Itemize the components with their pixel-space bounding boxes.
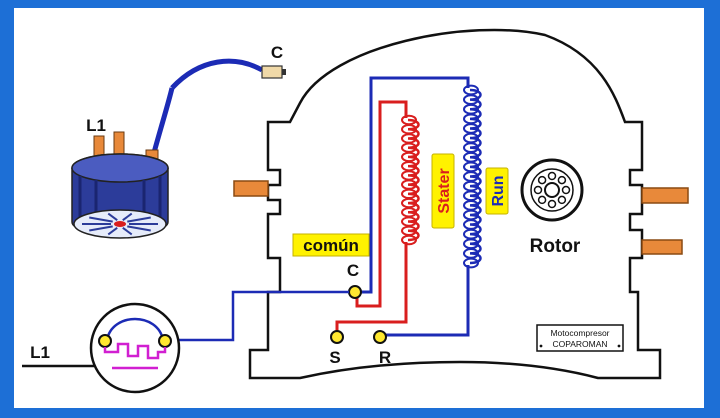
run-label: Run [490,175,507,206]
run-terminal [373,330,387,344]
common-terminal-label: C [347,261,359,280]
overload-protector-icon: C L1 [71,43,286,239]
process-pipe [641,239,683,255]
rotor-label: Rotor [530,236,581,257]
common-terminal [348,285,362,299]
l1-line-label: L1 [30,343,50,362]
nameplate-line2: COPAROMAN [552,339,607,349]
c-top-label: C [271,43,283,62]
overload-to-common-wire [170,290,349,342]
start-terminal [330,330,344,344]
stater-tag [431,153,455,229]
run-winding-wire [357,76,470,337]
overload-schematic [89,302,181,394]
comun-label: común [303,236,359,255]
start-winding-wire [335,100,408,336]
nameplate-line1: Motocompresor [550,328,609,338]
nameplate: Motocompresor COPAROMAN [536,324,624,352]
l1-top-label: L1 [86,116,106,135]
discharge-pipe [641,187,689,204]
stater-label: Stater [436,168,453,213]
run-tag [485,167,509,215]
rotor-icon [520,158,584,222]
comun-tag [292,233,370,257]
suction-pipe [233,180,269,197]
stater-coil [401,114,420,246]
run-coil [463,84,482,269]
run-terminal-label: R [379,348,391,367]
start-terminal-label: S [329,348,340,367]
